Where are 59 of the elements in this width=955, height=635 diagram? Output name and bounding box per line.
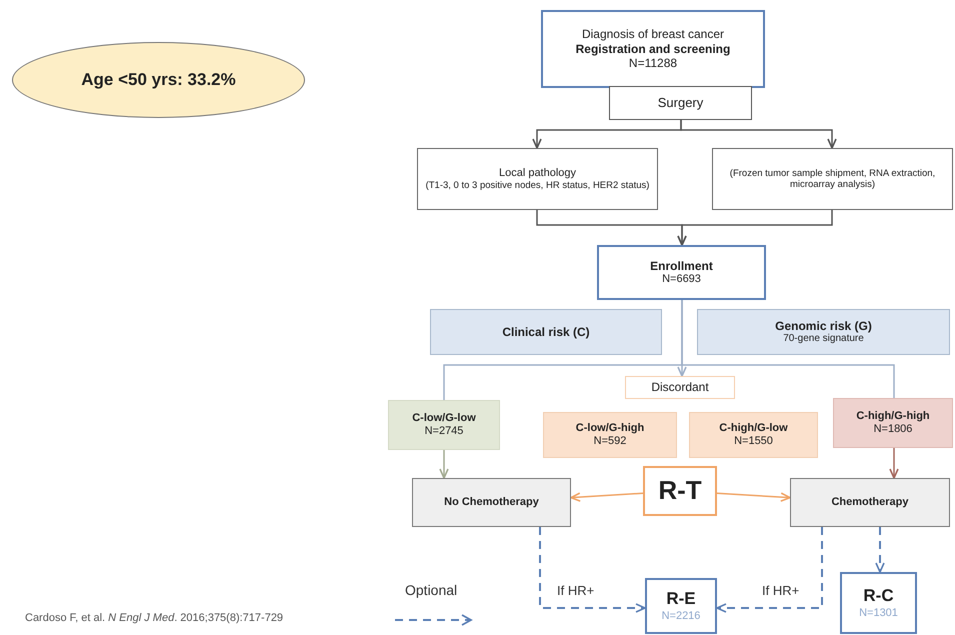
connector-arrow [439, 450, 449, 479]
connector-arrow [889, 448, 899, 479]
box-text: Surgery [658, 95, 704, 111]
connector-arrow [677, 210, 833, 246]
box-text: Local pathology [498, 166, 576, 180]
box-text: Diagnosis of breast cancer [582, 27, 724, 42]
group-box [543, 412, 677, 458]
risk-label: 70-gene signature [783, 333, 864, 346]
connector-arrow [716, 492, 791, 502]
risk-label: Genomic risk (G) [775, 318, 872, 334]
process-box [417, 148, 658, 210]
group-label: C-high/G-low [719, 422, 788, 435]
age-label: Age <50 yrs: 33.2% [81, 70, 236, 90]
connector-arrow [875, 527, 885, 573]
group-box [833, 398, 953, 448]
group-label: C-low/G-low [412, 412, 476, 425]
group-box [689, 412, 818, 458]
treatment-label: No Chemotherapy [444, 496, 539, 510]
edge-label: If HR+ [555, 583, 596, 598]
treatment-label: Chemotherapy [831, 496, 909, 510]
connector-arrow [539, 527, 646, 613]
treatment-box [790, 478, 950, 527]
process-box [541, 10, 765, 88]
arm-label: N=2216 [662, 610, 700, 623]
process-box [609, 86, 752, 120]
risk-box [697, 309, 950, 355]
process-box [712, 148, 953, 210]
connector-arrow [716, 527, 823, 613]
randomization-box [840, 572, 917, 634]
group-box [388, 400, 500, 450]
box-text: (Frozen tumor sample shipment, RNA extraction, microarray analysis) [728, 168, 936, 190]
box-text: Registration and screening [576, 42, 730, 56]
risk-box [430, 309, 662, 355]
risk-label: Clinical risk (C) [502, 324, 590, 340]
group-label: N=592 [594, 435, 626, 448]
edge-label: If HR+ [760, 583, 802, 598]
arm-label: R-C [863, 586, 894, 607]
group-label: N=2745 [424, 425, 464, 438]
citation: Cardoso F, et al. N Engl J Med. 2016;375(8):717-729 [25, 612, 284, 624]
box-text: Enrollment [650, 258, 713, 274]
group-label: N=1550 [734, 435, 773, 448]
arm-label: R-T [658, 475, 702, 507]
box-text: N=11288 [628, 56, 678, 71]
randomization-box [645, 578, 717, 634]
arm-label: N=1301 [859, 606, 898, 620]
box-text: (T1-3, 0 to 3 positive nodes, HR status, HER2 status) [426, 180, 650, 192]
legend-label: Optional [403, 582, 460, 598]
connector-arrow [680, 120, 837, 149]
process-box [597, 245, 766, 300]
process-box [625, 376, 735, 399]
treatment-box [412, 478, 571, 527]
arm-label: R-E [666, 589, 696, 610]
randomization-box [643, 466, 717, 516]
connector-arrow [570, 492, 644, 502]
group-label: Discordant [651, 380, 709, 395]
group-label: C-low/G-high [576, 422, 644, 435]
group-label: N=1806 [874, 423, 912, 436]
group-label: C-high/G-high [856, 410, 930, 423]
box-text: N=6693 [662, 273, 701, 286]
